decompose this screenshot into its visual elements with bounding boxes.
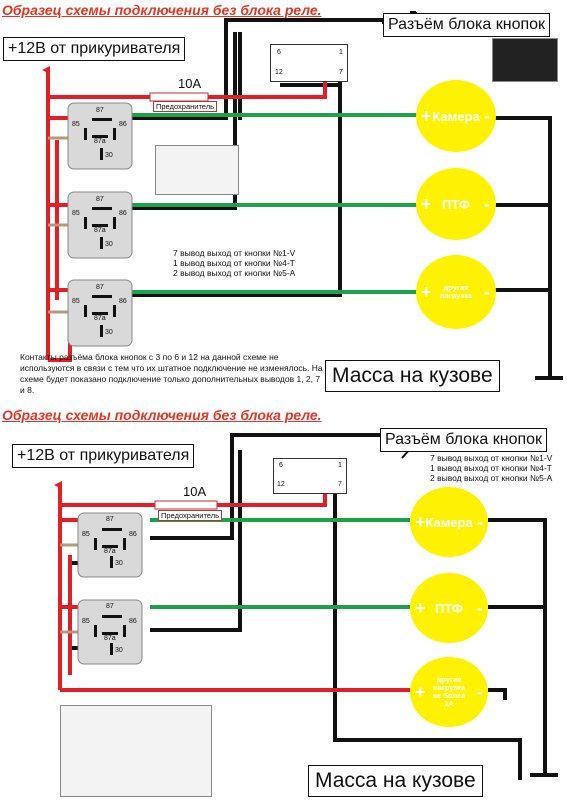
pin-30: 30: [105, 152, 113, 159]
pin-7: 7: [338, 481, 342, 488]
plus-sign: +: [421, 281, 432, 302]
pin-30: 30: [105, 329, 113, 336]
bottom-diagram: [54, 433, 558, 780]
output-2: 1 вывод выход от кнопки №4-T: [430, 463, 552, 473]
lamp-label: другая нагрузка: [439, 283, 473, 300]
pin-86: 86: [119, 121, 127, 128]
pin-87a: 87a: [94, 227, 106, 234]
top-connector: 6 1 12 7: [270, 44, 348, 82]
bottom-connector-label: Разъём блока кнопок: [380, 428, 548, 452]
pin-30: 30: [115, 560, 123, 567]
pin-6: 6: [279, 462, 283, 469]
top-note: Контакты разъёма блока кнопок с 3 по 6 и…: [20, 352, 323, 395]
lamp-label: другая нагрузка не более 1А: [432, 675, 466, 708]
plus-sign: +: [415, 681, 426, 702]
bottom-title: Образец схемы подключения без блока реле…: [2, 407, 322, 423]
lamp-ptf: + ПТФ -: [416, 168, 496, 240]
pin-87a: 87a: [104, 635, 116, 642]
top-fuse-name: Предохранитель: [153, 101, 218, 112]
wire-black: [130, 32, 237, 210]
lamp-camera: + Камера -: [416, 80, 496, 152]
connector-photo: [492, 38, 558, 82]
plus-sign: +: [421, 193, 432, 214]
lamp-other-load: + другая нагрузка -: [416, 255, 496, 329]
pin-1: 1: [338, 462, 342, 469]
top-connector-label: Разъём блока кнопок: [383, 13, 551, 37]
pin-87: 87: [96, 107, 104, 114]
minus-sign: -: [477, 597, 483, 618]
plus-sign: +: [415, 597, 426, 618]
lamp-other-load: + другая нагрузка не более 1А -: [410, 657, 488, 727]
wire-black: [224, 18, 384, 24]
lamp-ptf: + ПТФ -: [410, 573, 488, 643]
minus-sign: -: [477, 511, 483, 532]
output-3: 2 вывод выход от кнопки №5-А: [173, 268, 296, 278]
pin-12: 12: [277, 481, 285, 488]
pin-87: 87: [106, 516, 114, 523]
bottom-power-label: +12В от прикуривателя: [12, 444, 195, 468]
output-1: 7 вывод выход от кнопки №1-V: [173, 248, 296, 258]
pin-87: 87: [106, 603, 114, 610]
pin-87: 87: [96, 284, 104, 291]
pin-85: 85: [72, 121, 80, 128]
pin-85: 85: [72, 298, 80, 305]
bottom-ground-label: Масса на кузове: [308, 765, 483, 797]
pin-87a: 87a: [104, 548, 116, 555]
output-2: 1 вывод выход от кнопки №4-T: [173, 258, 295, 268]
pin-30: 30: [115, 647, 123, 654]
lamp-label: Камера: [432, 108, 480, 124]
top-power-label: +12В от прикуривателя: [3, 37, 186, 61]
pin-1: 1: [339, 49, 343, 56]
relay-photo: [155, 145, 239, 195]
top-ground-label: Масса на кузове: [325, 360, 500, 392]
bottom-fuse-name: Предохранитель: [158, 510, 223, 521]
pin-6: 6: [277, 49, 281, 56]
pin-87a: 87a: [94, 138, 106, 145]
pin-12: 12: [275, 69, 283, 76]
pin-86: 86: [119, 210, 127, 217]
bottom-connector: 6 1 12 7: [273, 458, 347, 494]
pin-7: 7: [339, 69, 343, 76]
output-1: 7 вывод выход от кнопки №1-V: [430, 453, 553, 463]
lamp-camera: + Камера -: [410, 487, 488, 557]
lamp-label: ПТФ: [442, 196, 470, 212]
top-title: Образец схемы подключения без блока реле…: [2, 2, 322, 18]
pin-86: 86: [119, 298, 127, 305]
pin-87a: 87a: [94, 315, 106, 322]
pin-87: 87: [96, 196, 104, 203]
pin-85: 85: [72, 210, 80, 217]
pin-30: 30: [105, 241, 113, 248]
minus-sign: -: [484, 281, 490, 302]
relay-photo: [60, 705, 212, 797]
pin-85: 85: [82, 531, 90, 538]
pin-85: 85: [82, 618, 90, 625]
plus-sign: +: [415, 511, 426, 532]
wire-black: [130, 55, 342, 297]
output-3: 2 вывод выход от кнопки №5-А: [430, 473, 553, 483]
lamp-label: Камера: [425, 514, 473, 530]
top-diagram: [42, 11, 563, 380]
minus-sign: -: [484, 193, 490, 214]
lamp-label: ПТФ: [435, 600, 463, 616]
pin-86: 86: [129, 531, 137, 538]
minus-sign: -: [484, 105, 490, 126]
minus-sign: -: [477, 681, 483, 702]
top-fuse-value: 10A: [178, 76, 202, 91]
pin-86: 86: [129, 618, 137, 625]
wire-black: [130, 20, 228, 120]
bottom-fuse-value: 10A: [183, 484, 207, 499]
wire-black: [495, 116, 552, 378]
plus-sign: +: [421, 105, 432, 126]
